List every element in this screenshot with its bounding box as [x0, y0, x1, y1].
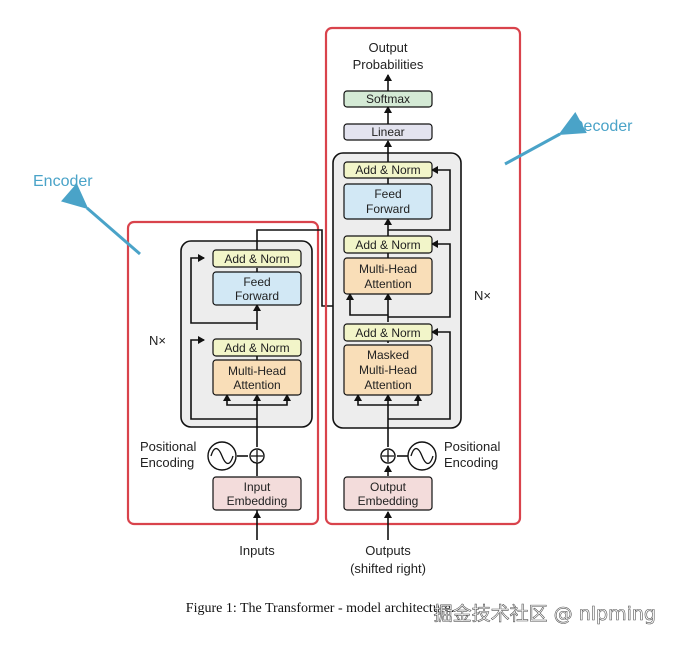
decoder-annotation: Decoder [572, 118, 633, 135]
decoder-repeat-label: N× [474, 288, 491, 303]
decoder-embedding-line2: Embedding [358, 494, 419, 508]
encoder-add-norm-bottom [212, 338, 302, 357]
decoder-output-probabilities-line1: Output [368, 40, 407, 55]
decoder-outputs-line2: (shifted right) [350, 561, 426, 576]
encoder-pointer-arrow [61, 183, 141, 256]
decoder-softmax-label: Softmax [366, 92, 410, 106]
encoder-annotation: Encoder [33, 173, 93, 190]
encoder-positional-encoding-line2: Encoding [140, 455, 194, 470]
decoder-feed-forward [343, 183, 433, 220]
encoder: Add & Norm Feed Forward Add & Norm Multi… [126, 220, 389, 558]
decoder-feed-forward-line1: Feed [374, 187, 401, 201]
encoder-feed-forward-line2: Forward [235, 289, 279, 303]
decoder-output-embedding [343, 476, 433, 511]
decoder-add-norm-bottom-label: Add & Norm [355, 326, 420, 340]
decoder-softmax [343, 90, 433, 108]
encoder-add-norm-top-label: Add & Norm [224, 252, 289, 266]
decoder-add-norm-middle [343, 235, 433, 254]
decoder-add-norm-bottom [343, 323, 433, 342]
decoder-highlight-box [324, 26, 522, 526]
encoder-feed-forward-line1: Feed [243, 275, 270, 289]
decoder-linear-label: Linear [371, 125, 404, 139]
encoder-feed-forward [212, 271, 302, 306]
encoder-attention-line2: Attention [233, 378, 280, 392]
decoder-multi-head-attention [343, 257, 433, 295]
encoder-attention-line1: Multi-Head [228, 364, 286, 378]
decoder-pointer-arrow [504, 111, 587, 166]
decoder-add-norm-top [343, 161, 433, 179]
watermark: 掘金技术社区 @ nlpming [434, 603, 656, 625]
encoder-add-norm-bottom-label: Add & Norm [224, 341, 289, 355]
decoder-output-probabilities-line2: Probabilities [353, 57, 424, 72]
decoder-positional-encoding-line2: Encoding [444, 455, 498, 470]
decoder-add-norm-middle-label: Add & Norm [355, 238, 420, 252]
encoder-embedding-line1: Input [244, 480, 271, 494]
decoder-add-norm-top-label: Add & Norm [355, 163, 420, 177]
encoder-highlight-box [126, 220, 320, 526]
encoder-multi-head-attention [212, 359, 302, 396]
decoder-outputs-line1: Outputs [365, 543, 411, 558]
encoder-inputs-label: Inputs [239, 543, 275, 558]
decoder-feed-forward-line2: Forward [366, 202, 410, 216]
decoder-masked-attention-line1: Masked [367, 348, 409, 362]
decoder-positional-encoding-line1: Positional [444, 439, 500, 454]
decoder-linear [343, 123, 433, 141]
annotations: Encoder Decoder [33, 111, 633, 256]
decoder-attention-line1: Multi-Head [359, 262, 417, 276]
decoder-masked-attention-line2: Multi-Head [359, 363, 417, 377]
decoder-masked-attention-line3: Attention [364, 378, 411, 392]
encoder-add-norm-top [212, 249, 302, 268]
figure-caption: Figure 1: The Transformer - model archit… [186, 601, 454, 616]
decoder-attention-line2: Attention [364, 277, 411, 291]
encoder-positional-encoding-line1: Positional [140, 439, 196, 454]
encoder-embedding-line2: Embedding [227, 494, 288, 508]
encoder-input-embedding [212, 476, 302, 511]
decoder: Output Probabilities Softmax Linear Add … [324, 26, 522, 576]
encoder-repeat-label: N× [149, 333, 166, 348]
encoder-stack [180, 240, 313, 428]
decoder-masked-attention [343, 344, 433, 396]
decoder-embedding-line1: Output [370, 480, 407, 494]
